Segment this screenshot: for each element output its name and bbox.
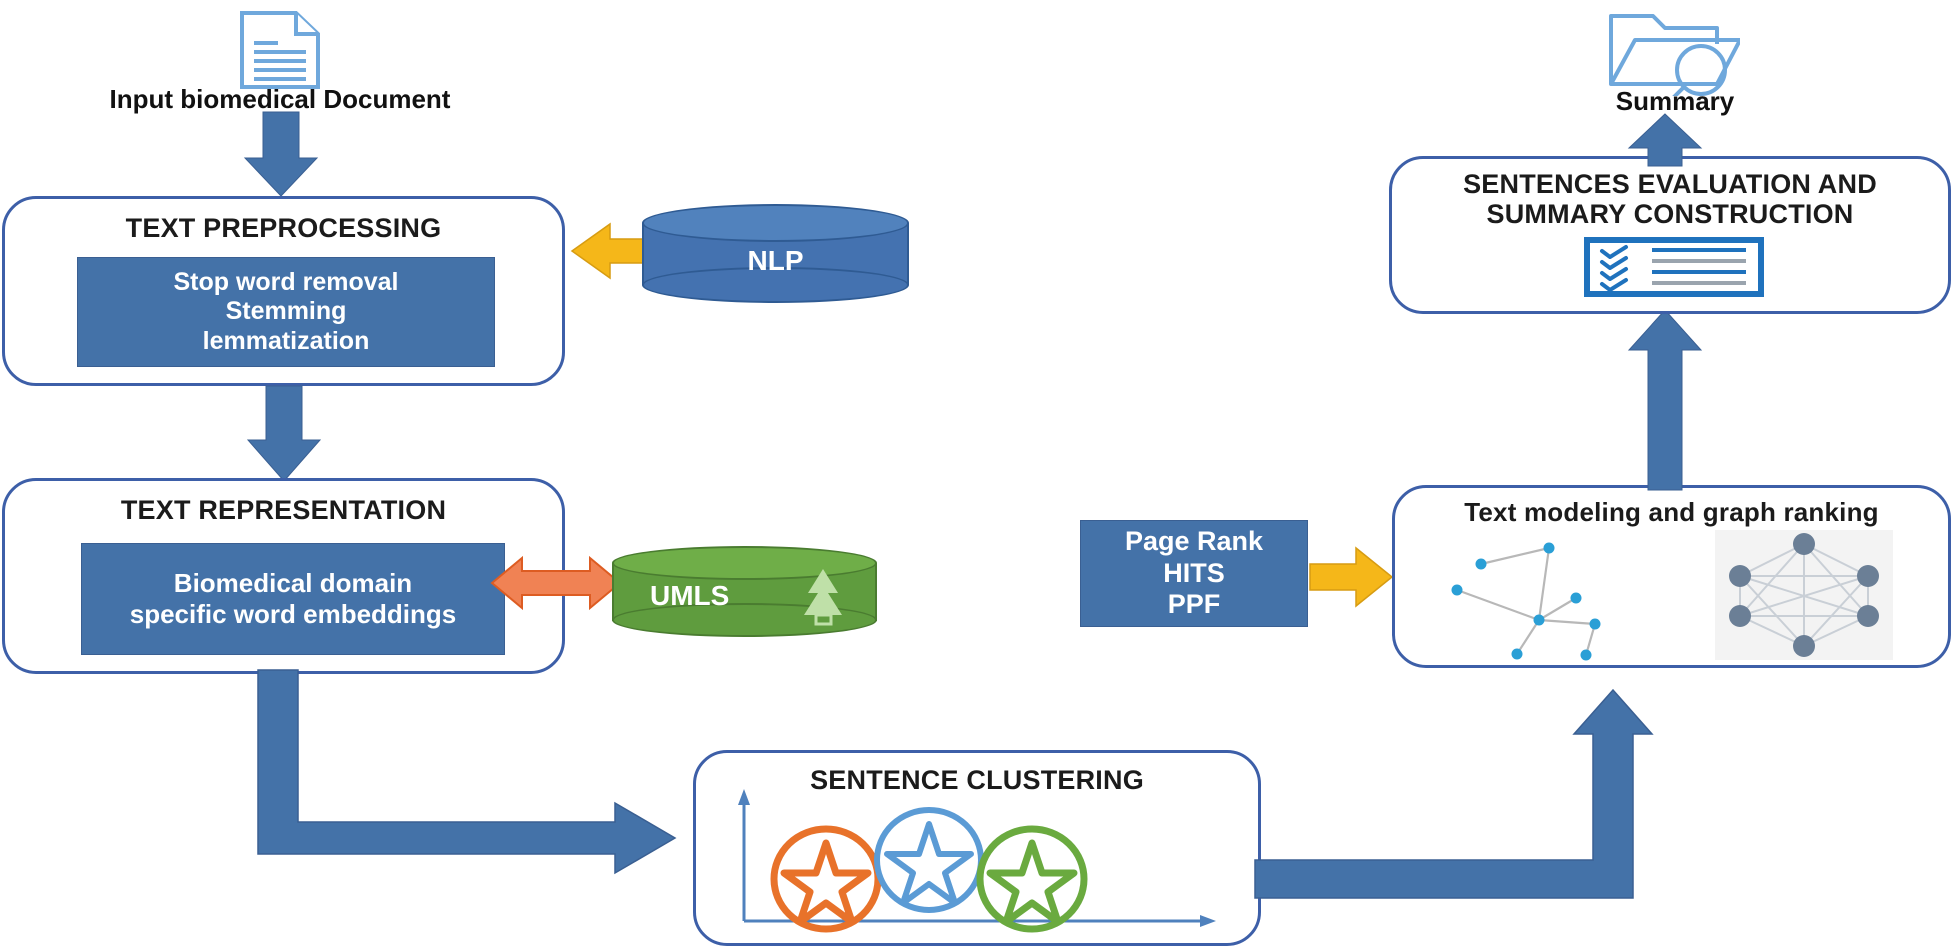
nlp-label: NLP — [747, 245, 804, 276]
ranking-algorithms-box[interactable]: Page Rank HITS PPF — [1080, 520, 1308, 627]
folder-search-icon — [1605, 8, 1742, 105]
checklist-icon — [1584, 237, 1764, 297]
cluster-orange — [770, 825, 882, 933]
text-representation-title: TEXT REPRESENTATION — [120, 495, 447, 525]
text-representation-detail: Biomedical domain specific word embeddin… — [81, 543, 505, 655]
arrow-algorithms-to-modeling — [1309, 546, 1394, 608]
umls-datastore[interactable]: UMLS — [612, 545, 877, 638]
cluster-green — [976, 825, 1088, 933]
text-modeling-box[interactable]: Text modeling and graph ranking — [1392, 485, 1951, 668]
arrow-modeling-to-evaluation — [1627, 309, 1703, 491]
cylinder-top-ellipse — [642, 204, 909, 242]
scatter-star-clusters-icon — [738, 789, 1216, 933]
cluster-blue — [874, 807, 984, 913]
arrow-representation-to-clustering — [257, 669, 677, 875]
sentences-evaluation-title: SENTENCES EVALUATION AND SUMMARY CONSTRU… — [1463, 169, 1877, 230]
sentence-clustering-title: SENTENCE CLUSTERING — [810, 765, 1144, 795]
arrow-preprocessing-to-representation — [246, 385, 322, 482]
arrow-evaluation-to-summary — [1627, 113, 1703, 167]
nlp-datastore[interactable]: NLP — [642, 203, 909, 303]
text-representation-box[interactable]: TEXT REPRESENTATION Biomedical domain sp… — [2, 478, 565, 674]
complete-graph-icon — [1715, 530, 1893, 660]
text-modeling-title: Text modeling and graph ranking — [1464, 497, 1879, 527]
summary-label: Summary — [1615, 86, 1735, 116]
tree-icon — [804, 569, 842, 626]
arrow-document-to-preprocessing — [243, 111, 319, 197]
text-preprocessing-box[interactable]: TEXT PREPROCESSING Stop word removal Ste… — [2, 196, 565, 386]
sentences-evaluation-box[interactable]: SENTENCES EVALUATION AND SUMMARY CONSTRU… — [1389, 156, 1951, 314]
node-link-graph-icon — [1451, 542, 1601, 661]
cylinder-top-ellipse — [612, 546, 877, 580]
text-preprocessing-title: TEXT PREPROCESSING — [125, 213, 442, 243]
arrow-clustering-to-modeling — [1254, 688, 1654, 899]
document-icon — [236, 10, 324, 90]
text-preprocessing-steps: Stop word removal Stemming lemmatization — [77, 257, 495, 367]
arrow-representation-to-umls — [490, 555, 622, 611]
umls-label: UMLS — [650, 580, 730, 611]
input-document-label: Input biomedical Document — [109, 84, 451, 114]
sentence-clustering-box[interactable]: SENTENCE CLUSTERING — [693, 750, 1261, 946]
